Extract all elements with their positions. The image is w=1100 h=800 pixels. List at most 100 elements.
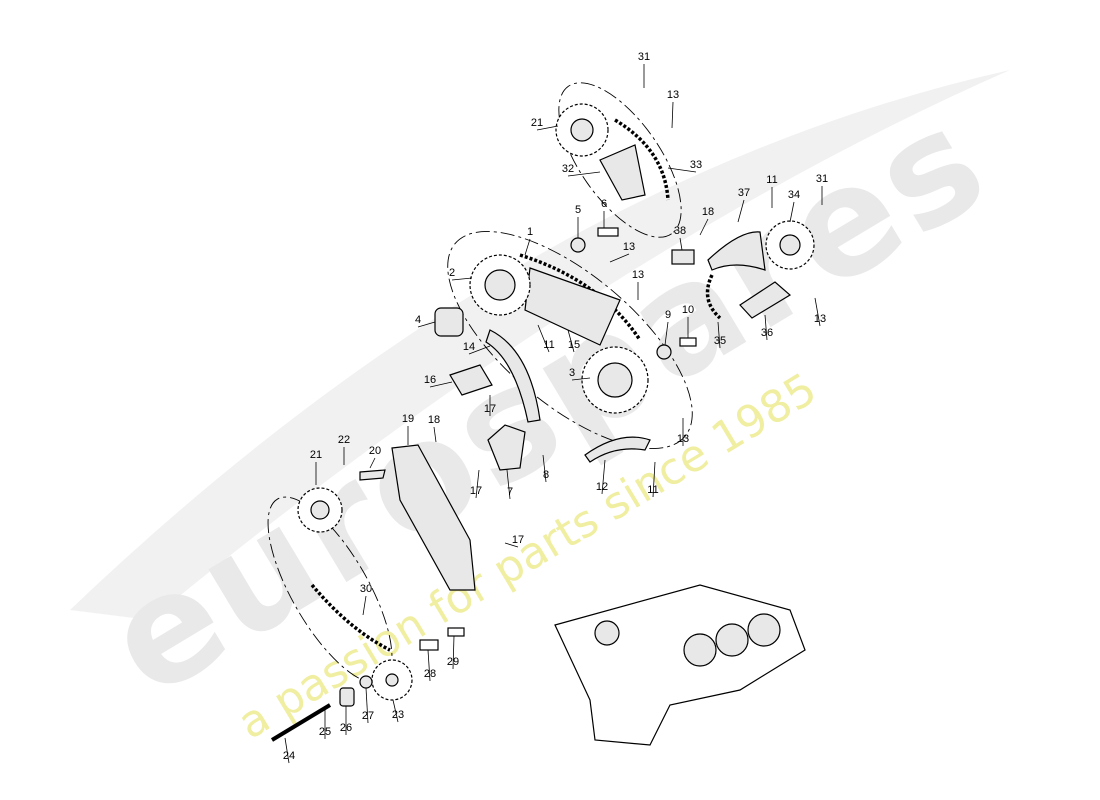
washer-5 [570, 237, 586, 253]
washer-27 [359, 675, 373, 689]
callout-c22: 22 [338, 434, 350, 446]
lower-chain-drive [267, 444, 476, 742]
callout-c37: 37 [738, 187, 750, 199]
leader-line-c11a [537, 324, 550, 353]
callout-c18a: 18 [702, 206, 714, 218]
upper-chain-drive [434, 227, 697, 471]
callout-c13b: 13 [623, 241, 635, 253]
callout-c11a: 11 [543, 339, 554, 351]
spring-28 [419, 639, 439, 651]
callout-c21b: 21 [310, 449, 322, 461]
sprocket-23-hub [385, 673, 399, 687]
guide-12 [584, 436, 651, 463]
leader-line-c9 [664, 321, 669, 346]
leader-line-c36 [764, 314, 768, 341]
callout-c4: 4 [415, 314, 421, 326]
callout-c13e: 13 [814, 313, 826, 325]
callout-c13c: 13 [632, 269, 644, 281]
leader-line-c27 [365, 687, 369, 724]
callout-c24: 24 [283, 750, 295, 762]
callout-c13a: 13 [667, 89, 679, 101]
sprocket-21-bottom-hub [310, 500, 330, 520]
callout-c23: 23 [392, 709, 404, 721]
engine-block-outline [554, 584, 806, 746]
bolt-10 [679, 337, 697, 347]
tensioner-32 [599, 144, 646, 201]
guide-36 [739, 281, 792, 319]
callout-c31a: 31 [638, 51, 650, 63]
cylinder-bore-1 [683, 633, 717, 667]
leader-line-c17c [504, 542, 519, 548]
callout-c34: 34 [788, 189, 800, 201]
callout-c31b: 31 [816, 173, 828, 185]
callout-c13d: 13 [677, 433, 689, 445]
leader-line-c4 [417, 321, 436, 328]
leader-line-c28 [427, 649, 431, 682]
callout-c3: 3 [569, 367, 575, 379]
leader-line-c17b [475, 469, 480, 499]
callout-c2: 2 [449, 267, 455, 279]
leader-line-c8 [542, 454, 547, 483]
leader-line-c35 [717, 321, 721, 349]
bush-4 [434, 307, 464, 337]
callout-c25: 25 [319, 726, 331, 738]
callout-c20: 20 [369, 445, 381, 457]
watermark: eurospares a passion for parts since 198… [70, 70, 1016, 749]
leader-line-c32 [567, 171, 601, 177]
part-38 [671, 249, 695, 265]
leader-line-c24 [284, 737, 290, 764]
part-26 [339, 687, 355, 707]
callout-c10: 10 [682, 304, 694, 316]
leader-line-c15 [567, 329, 575, 353]
engine-timing-cover [594, 620, 620, 646]
callout-c19: 19 [402, 413, 414, 425]
guide-19 [391, 444, 476, 591]
callout-c15: 15 [568, 339, 580, 351]
leader-line-c11c [652, 461, 656, 498]
callout-c11b: 11 [766, 174, 777, 186]
callout-c9: 9 [665, 309, 671, 321]
leader-line-c1 [524, 238, 531, 256]
callout-c17a: 17 [484, 403, 496, 415]
leader-line-c13e [814, 297, 821, 327]
callout-c29: 29 [447, 656, 459, 668]
callout-c21a: 21 [531, 117, 543, 129]
watermark-logo-text: eurospares [79, 73, 1016, 731]
cylinder-bore-3 [747, 613, 781, 647]
leader-line-c20 [369, 457, 376, 469]
chain-30 [310, 583, 391, 652]
leader-line-c3 [571, 377, 591, 381]
sprocket-34-hub [779, 234, 801, 256]
leader-line-c18b [433, 426, 437, 443]
tensioner-rail-14 [485, 329, 541, 423]
leader-line-c13b [609, 253, 630, 263]
callout-c17b: 17 [470, 485, 482, 497]
leader-line-c30 [362, 595, 367, 616]
callout-c35: 35 [714, 335, 726, 347]
shaft-24 [270, 703, 332, 742]
washer-9 [656, 344, 672, 360]
chain-33 [614, 118, 670, 201]
callout-c36: 36 [761, 327, 773, 339]
sprocket-2-hub [484, 269, 516, 301]
callout-c7: 7 [507, 486, 513, 498]
sprocket-21-top-hub [570, 118, 594, 142]
cylinder-bore-2 [715, 623, 749, 657]
watermark-swoosh [70, 70, 1010, 620]
leader-line-c38 [679, 237, 683, 251]
callout-c14: 14 [463, 341, 475, 353]
tensioner-7 [487, 424, 526, 471]
leader-line-c21a [536, 125, 559, 131]
right-bank-parts [671, 220, 815, 320]
callout-c8: 8 [543, 469, 549, 481]
leader-line-c29 [452, 635, 455, 670]
callout-c17c: 17 [512, 534, 524, 546]
leader-line-c12 [601, 459, 606, 495]
callout-c11c: 11 [647, 484, 658, 496]
sprocket-3-hub [597, 362, 633, 398]
leader-line-c7 [506, 469, 511, 500]
callout-c28: 28 [424, 668, 436, 680]
